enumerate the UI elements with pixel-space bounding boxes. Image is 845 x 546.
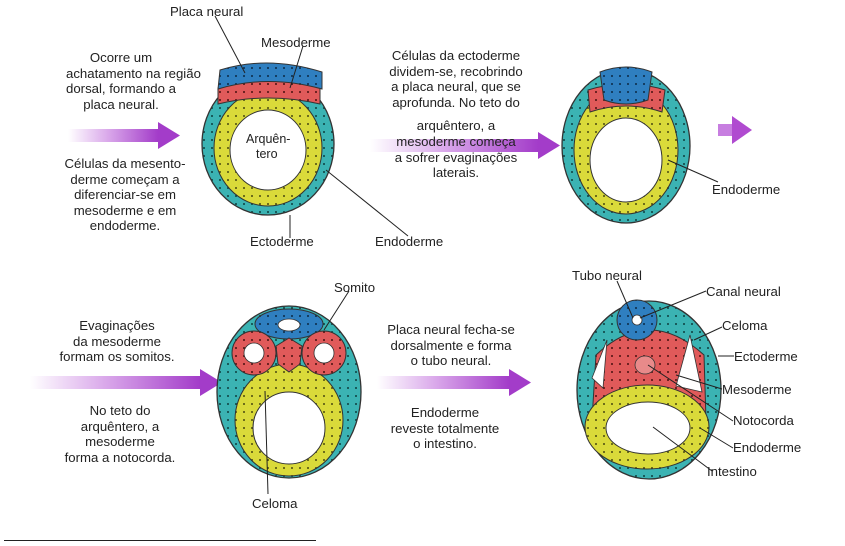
caption-line: aprofunda. No teto do bbox=[392, 94, 520, 110]
caption-line: Ocorre um bbox=[89, 50, 153, 65]
label-placa-neural: Placa neural bbox=[170, 4, 244, 19]
label-endoderme-1: Endoderme bbox=[375, 234, 444, 249]
caption-line bbox=[376, 110, 536, 118]
label-intestino: Intestino bbox=[707, 464, 757, 479]
label-mesoderme-1: Mesoderme bbox=[261, 35, 331, 50]
arrow-stage2-out bbox=[718, 116, 752, 144]
label-arquentero-1: Arquên- bbox=[246, 132, 291, 146]
caption-line: derme começam a bbox=[70, 171, 180, 187]
caption-line: a placa neural, que se bbox=[391, 79, 521, 95]
label-somito: Somito bbox=[334, 280, 376, 295]
caption-line: formam os somitos. bbox=[59, 349, 175, 365]
label-mesoderme-4: Mesoderme bbox=[722, 382, 792, 397]
label-tubo-neural: Tubo neural bbox=[572, 268, 642, 283]
caption-line: achatamento na região bbox=[66, 65, 201, 81]
caption-line: dorsal, formando a bbox=[66, 81, 176, 97]
arrow-stage3 bbox=[30, 369, 222, 396]
caption-line: laterais. bbox=[432, 165, 480, 181]
footnote-rule bbox=[4, 540, 316, 541]
embryo-stage4 bbox=[576, 299, 722, 480]
caption-line: mesoderme bbox=[85, 434, 155, 450]
label-celoma-4: Celoma bbox=[722, 318, 768, 333]
caption-line: Células da ectoderme bbox=[391, 48, 521, 63]
caption-line: diferenciar-se em bbox=[74, 187, 176, 203]
label-arquentero-2: tero bbox=[256, 147, 278, 161]
caption-line: Placa neural fecha-se bbox=[387, 322, 515, 337]
caption-line: a sofrer evaginações bbox=[394, 149, 518, 165]
caption-line: o tubo neural. bbox=[410, 353, 492, 369]
caption-line: forma a notocorda. bbox=[64, 449, 176, 465]
caption-line: mesoderme começa bbox=[396, 133, 516, 149]
embryo-stage3 bbox=[216, 305, 362, 479]
label-canal-neural: Canal neural bbox=[706, 284, 781, 299]
caption-line: Evaginações bbox=[79, 318, 155, 333]
label-celoma-3: Celoma bbox=[252, 496, 298, 511]
label-notocorda: Notocorda bbox=[733, 413, 794, 428]
caption-line: Células da mesento- bbox=[64, 156, 186, 171]
caption-line: Endoderme bbox=[410, 405, 480, 420]
caption-line: endoderme. bbox=[89, 218, 161, 234]
leader-lines bbox=[214, 15, 734, 495]
caption-line: dividem-se, recobrindo bbox=[389, 63, 523, 79]
arrow-stage2 bbox=[370, 132, 560, 159]
caption-line: dorsalmente e forma bbox=[390, 337, 512, 353]
caption-line: da mesoderme bbox=[73, 333, 161, 349]
label-endoderme-4: Endoderme bbox=[733, 440, 802, 455]
caption-line: placa neural. bbox=[83, 96, 159, 112]
caption-line: reveste totalmente bbox=[390, 420, 500, 436]
label-ectoderme-4: Ectoderme bbox=[734, 349, 798, 364]
caption-line: mesoderme e em bbox=[73, 202, 177, 218]
caption-line: arquêntero, a bbox=[416, 118, 496, 134]
caption-line: o intestino. bbox=[413, 436, 477, 452]
label-endoderme-2: Endoderme bbox=[712, 182, 781, 197]
arrow-stage4 bbox=[377, 369, 531, 396]
embryo-stage2 bbox=[561, 66, 691, 224]
arrow-stage1 bbox=[68, 122, 180, 149]
caption-line: arquêntero, a bbox=[80, 418, 160, 434]
caption-line: No teto do bbox=[89, 403, 151, 418]
label-ectoderme-1: Ectoderme bbox=[250, 234, 314, 249]
